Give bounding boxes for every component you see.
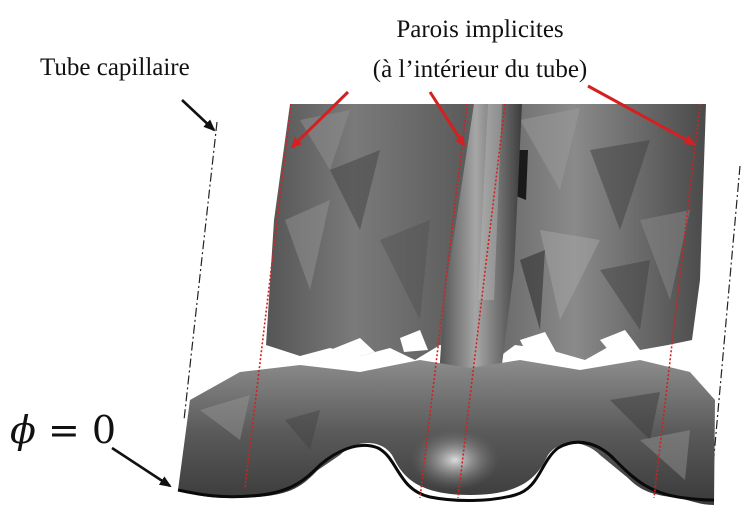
implicit-walls-label-line1: Parois implicites <box>330 10 630 50</box>
implicit-walls-label: Parois implicites (à l’intérieur du tube… <box>330 10 630 90</box>
phi-equation: = 0 <box>36 408 116 452</box>
capillary-tube-label: Tube capillaire <box>40 54 190 82</box>
fluid-surface-base <box>178 360 715 505</box>
implicit-walls-label-line2: (à l’intérieur du tube) <box>330 50 630 90</box>
phi-symbol: ϕ <box>10 408 36 452</box>
phi-zero-label: ϕ = 0 <box>10 408 116 452</box>
